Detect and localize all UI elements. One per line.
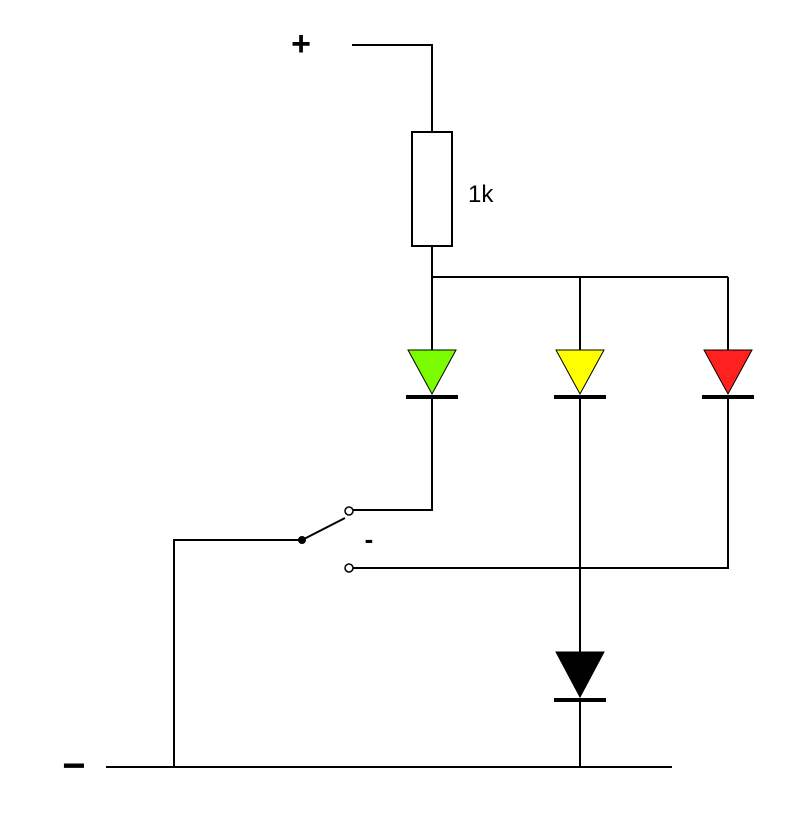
wire-red-led-to-switch bbox=[353, 398, 729, 569]
led-yellow-body bbox=[555, 349, 605, 396]
led-red-body bbox=[703, 349, 753, 396]
diode-body bbox=[555, 651, 605, 699]
wire-green-led-to-switch bbox=[353, 398, 433, 511]
switch-lower-contact bbox=[344, 563, 354, 573]
switch-lever bbox=[301, 517, 346, 541]
led-green-body bbox=[407, 349, 457, 396]
switch bbox=[298, 506, 354, 573]
switch-marker-label: - bbox=[365, 524, 374, 554]
positive-terminal-label: + bbox=[291, 25, 311, 63]
wires bbox=[106, 44, 729, 768]
wire-switch-common bbox=[173, 539, 302, 767]
negative-terminal-label: − bbox=[62, 744, 85, 788]
led-yellow bbox=[554, 349, 606, 399]
switch-upper-contact bbox=[344, 506, 354, 516]
led-red bbox=[702, 349, 754, 399]
led-green bbox=[406, 349, 458, 399]
wire-positive-supply bbox=[352, 44, 433, 132]
resistor bbox=[411, 131, 453, 247]
diode bbox=[554, 651, 606, 702]
resistor-value-label: 1k bbox=[468, 181, 494, 208]
